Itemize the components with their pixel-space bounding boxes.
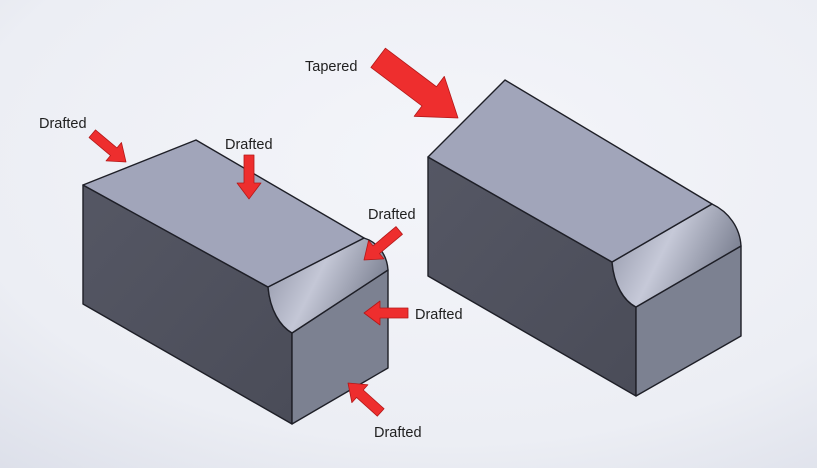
drafted-block-fillet <box>267 237 389 334</box>
label-drafted-left-edge: Drafted <box>39 116 87 132</box>
callout-arrows <box>88 47 459 417</box>
label-drafted-side-face: Drafted <box>415 307 463 323</box>
arrow-drafted-side-face <box>363 300 409 326</box>
tapered-block <box>427 79 742 397</box>
arrow-drafted-left-edge <box>88 129 127 163</box>
callout-labels: Tapered Drafted Drafted Drafted Drafted … <box>39 59 463 441</box>
label-drafted-bottom-edge: Drafted <box>374 425 422 441</box>
arrow-drafted-bottom-edge <box>347 382 385 417</box>
drafted-block-top-face <box>82 139 365 288</box>
tapered-block-fillet <box>611 203 742 308</box>
label-drafted-fillet: Drafted <box>368 207 416 223</box>
label-drafted-top-face: Drafted <box>225 137 273 153</box>
tapered-block-top-face <box>427 79 713 263</box>
drafted-block <box>82 139 389 425</box>
arrow-drafted-top-face <box>236 154 262 200</box>
label-tapered: Tapered <box>305 59 357 75</box>
arrow-tapered <box>370 47 459 119</box>
arrow-drafted-fillet <box>363 226 403 261</box>
